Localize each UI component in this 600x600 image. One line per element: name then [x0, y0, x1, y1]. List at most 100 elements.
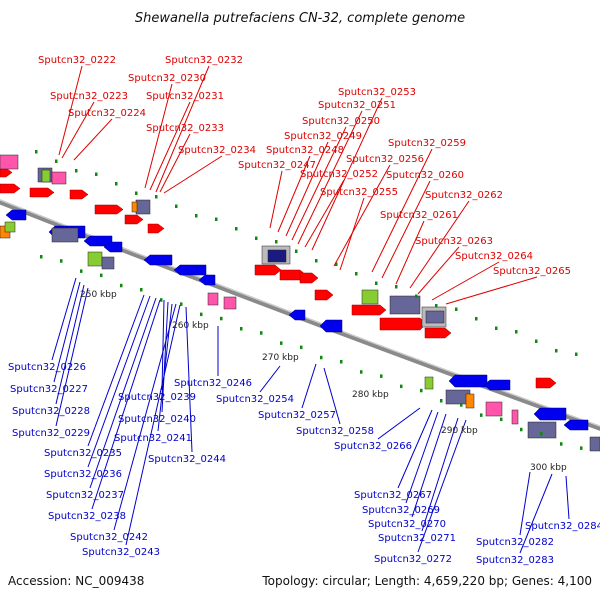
- forward-gene-arrow: [0, 167, 13, 178]
- reverse-label-leader: [89, 297, 157, 489]
- reverse-gene-label: Sputcn32_0257: [258, 410, 336, 421]
- feature-block: [425, 310, 445, 324]
- forward-gene-label: Sputcn32_0251: [318, 100, 396, 111]
- rna-marker: [155, 195, 158, 199]
- rna-marker: [135, 191, 138, 195]
- reverse-label-leader: [323, 367, 341, 425]
- reverse-label-leader: [157, 303, 173, 432]
- reverse-gene-label: Sputcn32_0272: [374, 554, 452, 565]
- forward-gene-label: Sputcn32_0262: [425, 190, 503, 201]
- rna-marker: [495, 326, 498, 330]
- reverse-gene-label: Sputcn32_0271: [378, 533, 456, 544]
- rna-marker: [160, 298, 163, 302]
- accession-text: Accession: NC_009438: [8, 574, 144, 588]
- reverse-label-leader: [421, 417, 459, 532]
- rna-marker: [75, 169, 78, 173]
- rna-marker: [340, 360, 343, 364]
- feature-block: [485, 401, 503, 417]
- feature-block: [135, 199, 151, 215]
- forward-gene-arrow: [424, 327, 452, 339]
- reverse-gene-label: Sputcn32_0236: [44, 469, 122, 480]
- forward-gene-label: Sputcn32_0264: [455, 251, 533, 262]
- forward-gene-arrow: [314, 289, 334, 301]
- rna-marker: [460, 403, 463, 407]
- reverse-gene-label: Sputcn32_0227: [10, 384, 88, 395]
- forward-gene-label: Sputcn32_0233: [146, 123, 224, 134]
- rna-marker: [175, 204, 178, 208]
- rna-marker: [60, 259, 63, 263]
- forward-gene-label: Sputcn32_0252: [300, 169, 378, 180]
- rna-marker: [240, 327, 243, 331]
- forward-gene-arrow: [124, 214, 144, 225]
- forward-label-leader: [371, 148, 433, 273]
- feature-block: [589, 436, 600, 452]
- feature-block: [207, 292, 219, 306]
- forward-label-leader: [155, 65, 210, 193]
- forward-gene-label: Sputcn32_0224: [68, 108, 146, 119]
- reverse-label-leader: [519, 471, 531, 536]
- reverse-gene-label: Sputcn32_0269: [362, 505, 440, 516]
- reverse-label-leader: [87, 294, 145, 447]
- reverse-gene-label: Sputcn32_0229: [12, 428, 90, 439]
- rna-marker: [255, 236, 258, 240]
- reverse-gene-label: Sputcn32_0270: [368, 519, 446, 530]
- rna-marker: [395, 285, 398, 289]
- forward-gene-label: Sputcn32_0255: [320, 187, 398, 198]
- forward-label-leader: [61, 101, 95, 159]
- forward-label-leader: [291, 126, 347, 241]
- reverse-label-leader: [397, 409, 433, 489]
- forward-gene-label: Sputcn32_0263: [415, 236, 493, 247]
- rna-marker: [140, 288, 143, 292]
- forward-label-leader: [144, 83, 173, 189]
- rna-marker: [440, 399, 443, 403]
- reverse-gene-arrow: [5, 209, 27, 221]
- reverse-gene-label: Sputcn32_0258: [296, 426, 374, 437]
- feature-block: [87, 251, 103, 267]
- forward-label-leader: [445, 276, 538, 305]
- feature-block: [361, 289, 379, 305]
- rna-marker: [575, 352, 578, 356]
- rna-marker: [115, 182, 118, 186]
- forward-label-leader: [395, 220, 425, 285]
- rna-marker: [355, 272, 358, 276]
- rna-marker: [415, 294, 418, 298]
- forward-label-leader: [417, 246, 460, 295]
- reverse-gene-label: Sputcn32_0237: [46, 490, 124, 501]
- rna-marker: [215, 217, 218, 221]
- feature-block: [131, 201, 138, 213]
- reverse-gene-arrow: [533, 407, 567, 421]
- reverse-gene-label: Sputcn32_0242: [70, 532, 148, 543]
- forward-gene-label: Sputcn32_0234: [178, 145, 256, 156]
- reverse-gene-label: Sputcn32_0239: [118, 392, 196, 403]
- reverse-label-leader: [55, 287, 89, 427]
- reverse-gene-arrow: [143, 254, 173, 266]
- feature-block: [0, 154, 19, 170]
- reverse-gene-label: Sputcn32_0246: [174, 378, 252, 389]
- rna-marker: [235, 227, 238, 231]
- rna-marker: [535, 339, 538, 343]
- forward-label-leader: [297, 110, 363, 245]
- forward-gene-arrow: [69, 189, 89, 200]
- forward-label-leader: [431, 261, 500, 301]
- feature-block: [424, 376, 434, 390]
- feature-block: [267, 249, 287, 263]
- forward-gene-label: Sputcn32_0250: [302, 116, 380, 127]
- rna-marker: [455, 307, 458, 311]
- rna-marker: [560, 442, 563, 446]
- rna-marker: [200, 312, 203, 317]
- feature-block: [51, 227, 79, 243]
- forward-gene-label: Sputcn32_0247: [238, 160, 316, 171]
- reverse-gene-label: Sputcn32_0240: [118, 414, 196, 425]
- forward-gene-label: Sputcn32_0248: [266, 145, 344, 156]
- feature-block: [41, 169, 51, 183]
- rna-marker: [555, 349, 558, 353]
- forward-label-leader: [285, 141, 329, 237]
- rna-marker: [480, 413, 483, 417]
- reverse-label-leader: [161, 299, 165, 391]
- scale-tick-label: 300 kbp: [530, 463, 567, 473]
- feature-block: [101, 256, 115, 270]
- forward-gene-label: Sputcn32_0232: [165, 55, 243, 66]
- scale-tick-label: 290 kbp: [441, 426, 478, 436]
- genome-track: [0, 150, 600, 452]
